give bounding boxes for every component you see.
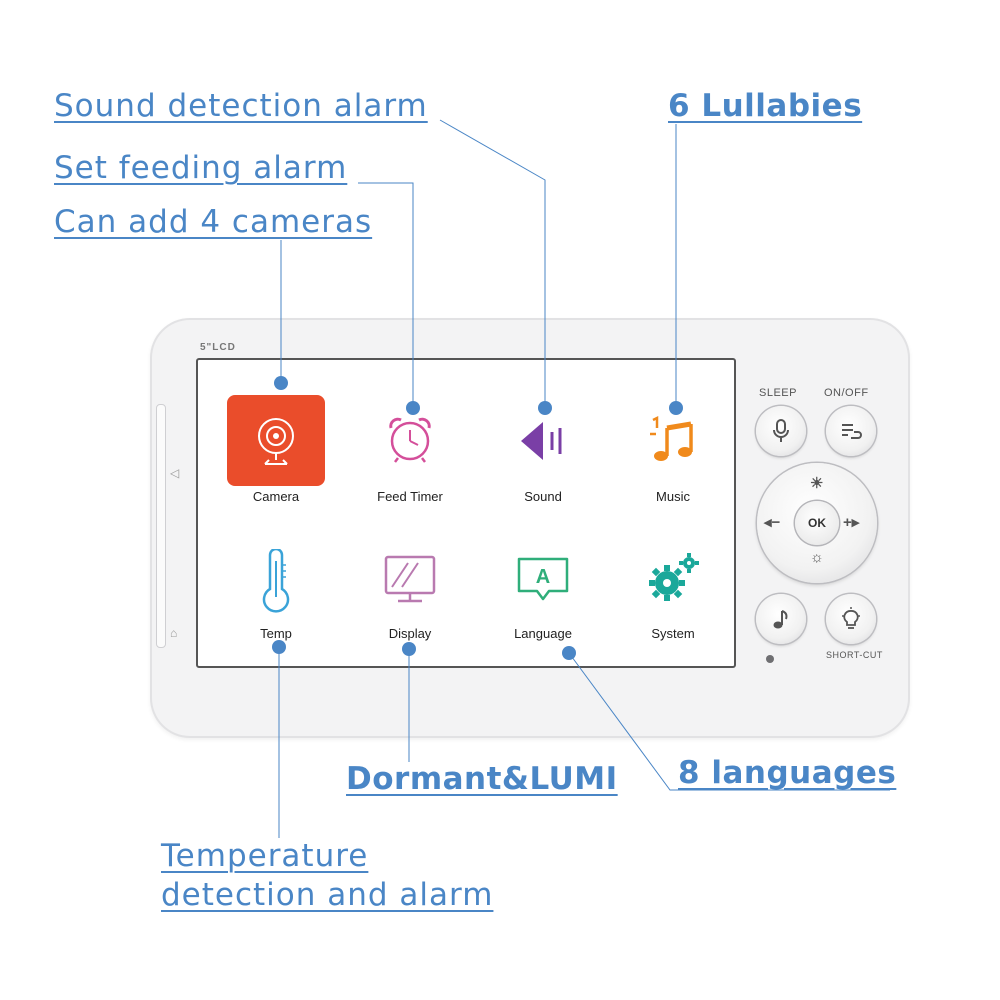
menu-label-temp: Temp	[260, 626, 292, 641]
menu-label-feed-timer: Feed Timer	[377, 489, 443, 504]
brightness-down-icon[interactable]: ☼	[810, 549, 824, 566]
menu-label-language: Language	[514, 626, 572, 641]
menu-label-sound: Sound	[524, 489, 562, 504]
music-note-icon	[773, 610, 788, 629]
volume-icon: ◁	[170, 466, 180, 480]
marker-dot-camera	[274, 376, 288, 390]
night-light-button[interactable]	[826, 594, 876, 644]
monitor-icon	[384, 555, 436, 603]
marker-dot-display	[402, 642, 416, 656]
thermometer-icon	[262, 549, 290, 613]
alarm-clock-icon	[389, 417, 431, 463]
callout-lullabies: 6 Lullabies	[668, 88, 863, 124]
camera-tile-highlight	[227, 395, 325, 486]
speaker-icon	[521, 422, 562, 460]
menu-return-icon	[842, 424, 862, 439]
onoff-label: ON/OFF	[824, 387, 869, 399]
menu-tile-display[interactable]: Display	[350, 535, 470, 655]
music-notes-icon	[650, 415, 693, 461]
menu-tile-language[interactable]: A Language	[483, 535, 603, 655]
marker-dot-feed-timer	[406, 401, 420, 415]
marker-dot-music	[669, 401, 683, 415]
ok-button[interactable]: OK	[795, 501, 839, 545]
callout-temperature-line1: Temperature	[161, 838, 369, 874]
callout-add-cameras: Can add 4 cameras	[54, 204, 373, 240]
status-led	[766, 655, 774, 663]
menu-label-display: Display	[388, 626, 432, 641]
camera-icon	[258, 418, 294, 465]
menu-tile-music[interactable]: Music	[613, 398, 733, 518]
menu-label-music: Music	[656, 489, 690, 504]
menu-tile-temp[interactable]: Temp	[216, 535, 336, 655]
volume-down-icon[interactable]: ◂−	[764, 514, 781, 531]
marker-dot-sound	[538, 401, 552, 415]
callout-languages: 8 languages	[678, 755, 897, 791]
brightness-up-icon[interactable]: ☀	[810, 475, 824, 492]
lock-icon: ⌂	[170, 626, 178, 640]
shortcut-label: SHORT-CUT	[826, 650, 883, 660]
lcd-size-label: 5"LCD	[200, 342, 236, 353]
marker-dot-temp	[272, 640, 286, 654]
menu-label-camera: Camera	[252, 489, 300, 504]
svg-text:A: A	[536, 566, 550, 588]
language-bubble-icon: A	[517, 557, 569, 601]
marker-dot-language	[562, 646, 576, 660]
lullaby-button[interactable]	[756, 594, 806, 644]
menu-tile-camera[interactable]: Camera	[216, 398, 336, 518]
menu-tile-system[interactable]: System	[613, 535, 733, 655]
menu-tile-sound[interactable]: Sound	[483, 398, 603, 518]
lightbulb-icon	[842, 607, 860, 629]
volume-up-icon[interactable]: +▸	[843, 514, 860, 531]
onoff-button[interactable]	[826, 406, 876, 456]
callout-feeding-alarm: Set feeding alarm	[54, 150, 348, 186]
sleep-button[interactable]	[756, 406, 806, 456]
sleep-label: SLEEP	[759, 387, 797, 399]
callout-temperature-line2: detection and alarm	[161, 877, 494, 913]
callout-sound-detection: Sound detection alarm	[54, 88, 428, 124]
side-slider-slot	[156, 404, 166, 648]
microphone-icon	[773, 419, 789, 442]
menu-label-system: System	[651, 626, 695, 641]
callout-dormant-lumi: Dormant&LUMI	[346, 761, 618, 797]
menu-tile-feed-timer[interactable]: Feed Timer	[350, 398, 470, 518]
gears-icon	[649, 553, 699, 601]
